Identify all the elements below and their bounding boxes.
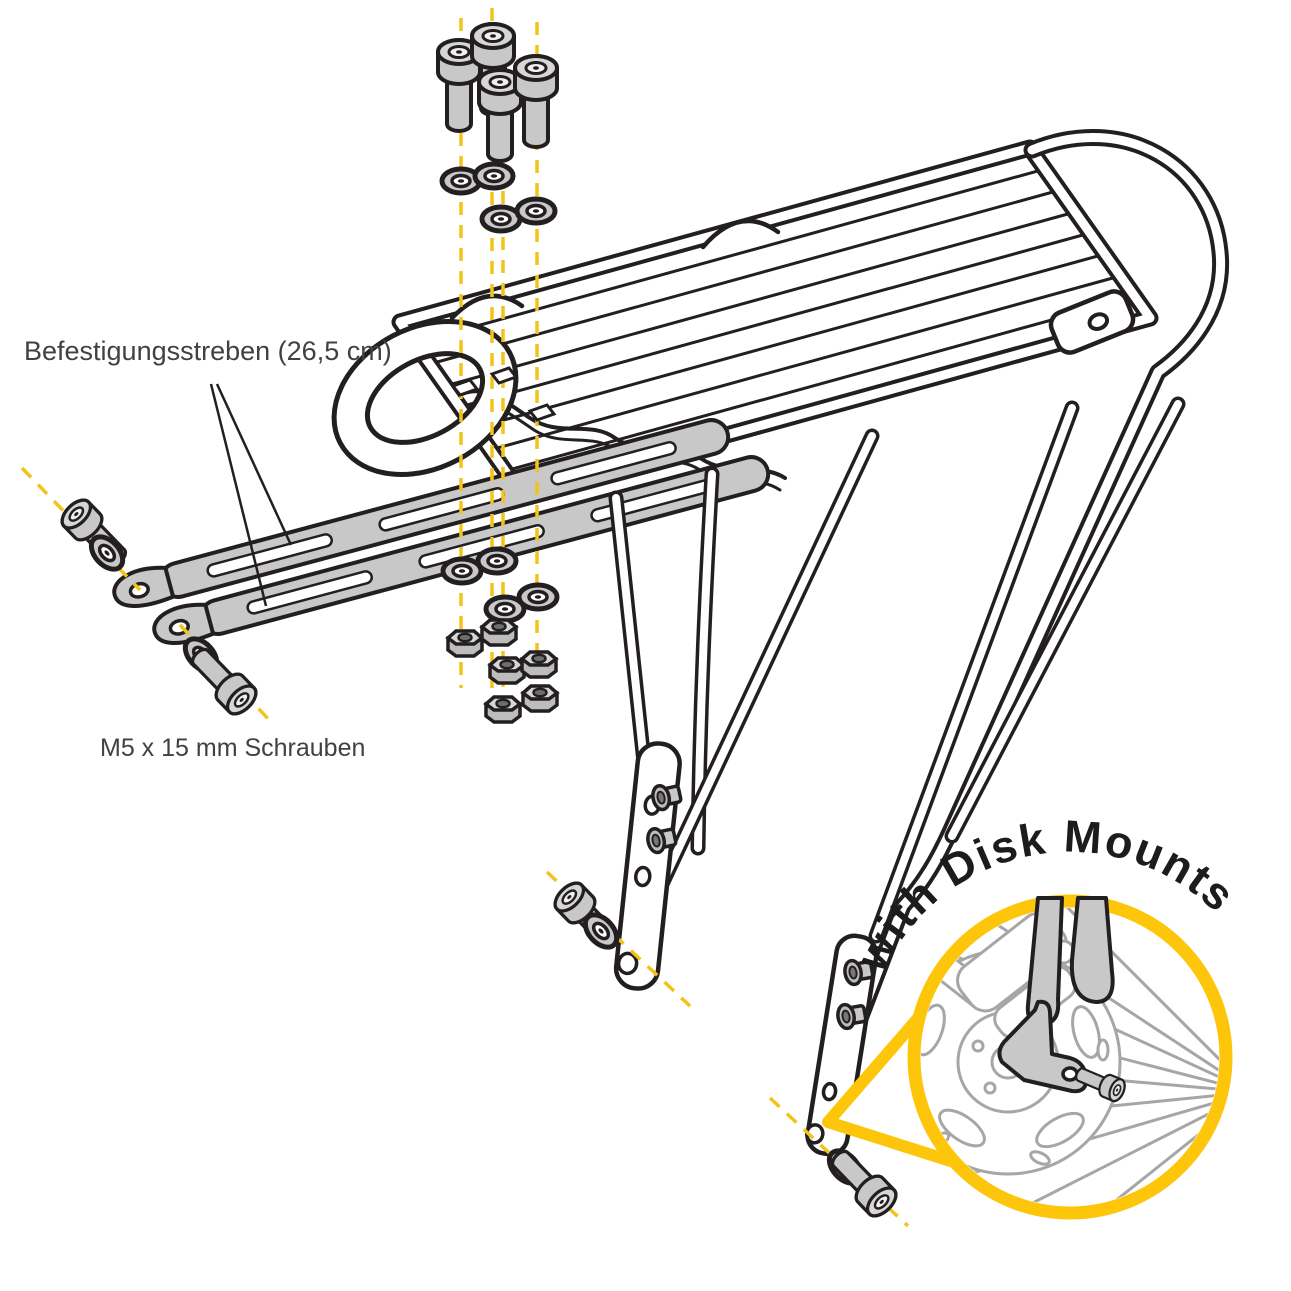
hex-nut-icon (484, 695, 522, 724)
leg-hardware-bottom-left (548, 876, 629, 958)
washer-icon (519, 585, 557, 609)
hardware-screws-top (436, 22, 559, 163)
hex-nut-icon (521, 684, 559, 713)
right-legs (804, 396, 1186, 1157)
hardware-washers-middle (443, 549, 557, 621)
washer-icon (443, 559, 481, 583)
hex-nut-icon (480, 618, 518, 647)
strut-label: Befestigungsstreben (26,5 cm) (24, 336, 392, 366)
rack-deck (391, 139, 1159, 501)
washer-icon (482, 207, 520, 231)
rear-hoop (813, 129, 1230, 1127)
screw-label: M5 x 15 mm Schrauben (100, 734, 365, 762)
washer-icon (478, 549, 516, 573)
mounting-strut (152, 455, 771, 645)
socket-screw-icon (182, 639, 263, 721)
hardware-washers-upper (442, 164, 555, 231)
hex-nut-icon (520, 650, 558, 679)
socket-screw-icon (822, 1141, 903, 1223)
mounting-strut (112, 418, 731, 608)
hex-nut-icon (446, 629, 484, 658)
hardware-nuts (446, 618, 559, 724)
deck-screw-holes (450, 366, 557, 422)
strut-leader-lines (209, 383, 293, 607)
washer-icon (475, 164, 513, 188)
right-adjuster-plate (804, 933, 879, 1157)
hex-nut-icon (488, 656, 526, 685)
mounting-struts (112, 418, 771, 645)
leg-hardware-bottom-right (822, 1141, 903, 1223)
mounting-tab (1048, 289, 1136, 355)
front-loop (331, 319, 519, 477)
washer-icon (517, 199, 555, 223)
disk-mount-leg (997, 896, 1115, 1094)
